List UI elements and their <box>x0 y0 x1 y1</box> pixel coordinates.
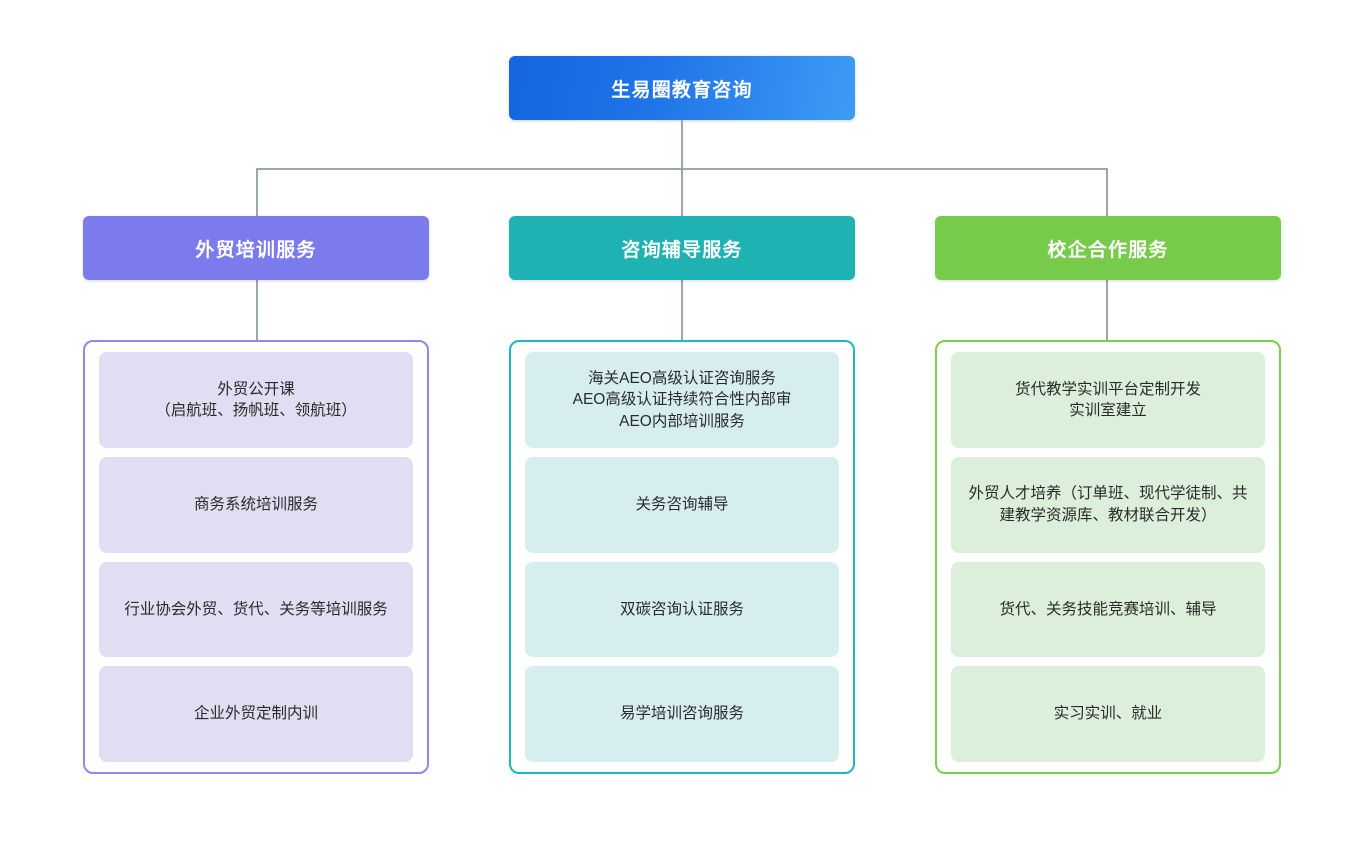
leaf-node[interactable]: 企业外贸定制内训 <box>99 666 413 762</box>
branch-group-box-1: 外贸公开课 （启航班、扬帆班、领航班） 商务系统培训服务 行业协会外贸、货代、关… <box>83 340 429 774</box>
branch-header-label: 校企合作服务 <box>1047 239 1169 261</box>
branch-header-label: 外贸培训服务 <box>195 239 317 261</box>
branch-column-3: 校企合作服务 货代教学实训平台定制开发 实训室建立 外贸人才培养（订单班、现代学… <box>935 216 1281 774</box>
leaf-node[interactable]: 关务咨询辅导 <box>525 456 839 553</box>
root-node-label: 生易圈教育咨询 <box>611 79 753 101</box>
branch-column-1: 外贸培训服务 外贸公开课 （启航班、扬帆班、领航班） 商务系统培训服务 行业协会… <box>83 216 429 774</box>
leaf-node[interactable]: 外贸公开课 （启航班、扬帆班、领航班） <box>99 352 413 448</box>
root-node-company[interactable]: 生易圈教育咨询 <box>509 56 855 120</box>
leaf-node[interactable]: 货代教学实训平台定制开发 实训室建立 <box>951 352 1265 448</box>
connector-drop-branch-1 <box>256 168 258 217</box>
leaf-node[interactable]: 外贸人才培养（订单班、现代学徒制、共建教学资源库、教材联合开发） <box>951 456 1265 553</box>
connector-branch-2-to-group <box>681 280 683 341</box>
branch-group-box-2: 海关AEO高级认证咨询服务 AEO高级认证持续符合性内部审 AEO内部培训服务 … <box>509 340 855 774</box>
connector-drop-branch-2 <box>681 168 683 217</box>
leaf-node[interactable]: 行业协会外贸、货代、关务等培训服务 <box>99 561 413 658</box>
branch-column-2: 咨询辅导服务 海关AEO高级认证咨询服务 AEO高级认证持续符合性内部审 AEO… <box>509 216 855 774</box>
branch-header-label: 咨询辅导服务 <box>621 239 743 261</box>
leaf-node[interactable]: 双碳咨询认证服务 <box>525 561 839 658</box>
branch-group-box-3: 货代教学实训平台定制开发 实训室建立 外贸人才培养（订单班、现代学徒制、共建教学… <box>935 340 1281 774</box>
connector-root-stem <box>681 120 683 169</box>
connector-drop-branch-3 <box>1106 168 1108 217</box>
leaf-node[interactable]: 实习实训、就业 <box>951 666 1265 762</box>
connector-branch-3-to-group <box>1106 280 1108 341</box>
branch-header-zixun-fudao[interactable]: 咨询辅导服务 <box>509 216 855 280</box>
leaf-node[interactable]: 货代、关务技能竞赛培训、辅导 <box>951 561 1265 658</box>
branch-header-xiaoqi-hezuo[interactable]: 校企合作服务 <box>935 216 1281 280</box>
leaf-node[interactable]: 商务系统培训服务 <box>99 456 413 553</box>
connector-branch-1-to-group <box>256 280 258 341</box>
leaf-node[interactable]: 海关AEO高级认证咨询服务 AEO高级认证持续符合性内部审 AEO内部培训服务 <box>525 352 839 448</box>
leaf-node[interactable]: 易学培训咨询服务 <box>525 666 839 762</box>
branch-header-waimao-peixun[interactable]: 外贸培训服务 <box>83 216 429 280</box>
